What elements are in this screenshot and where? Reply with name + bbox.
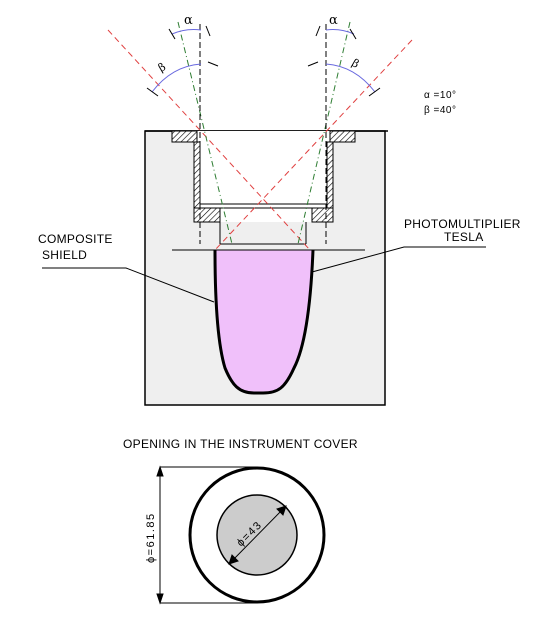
beta-rays (107, 29, 413, 251)
arc-ticks (146, 25, 381, 97)
mounting-cup-interior (172, 131, 355, 222)
composite-shield-label-line1: COMPOSITE (38, 232, 113, 246)
beta-label-right: β (350, 56, 362, 70)
photomultiplier-leader (311, 246, 486, 273)
photomultiplier-body (215, 250, 313, 393)
photomultiplier-label-line1: PHOTOMULTIPLIER (404, 217, 521, 231)
outer-diameter-label: ϕ=61.85 (145, 512, 157, 563)
vertical-axes (199, 24, 327, 244)
composite-shield-label-line2: SHIELD (42, 248, 87, 262)
composite-shield-leader (42, 267, 215, 303)
angle-arcs (151, 29, 376, 93)
composite-shield (213, 249, 315, 395)
beta-label-left: β (156, 60, 168, 74)
outer-diameter-dimension (156, 465, 257, 605)
photomultiplier-label-line2: TESLA (444, 230, 484, 244)
alpha-value: α =10° (424, 90, 457, 101)
alpha-label-right: α (329, 13, 338, 28)
beta-value: β =40° (424, 105, 457, 116)
alpha-label-left: α (184, 13, 193, 28)
opening-caption: OPENING IN THE INSTRUMENT COVER (123, 437, 358, 451)
inner-diameter-dimension (228, 505, 287, 565)
window-lines (200, 203, 327, 245)
hatched-mount (171, 130, 356, 223)
